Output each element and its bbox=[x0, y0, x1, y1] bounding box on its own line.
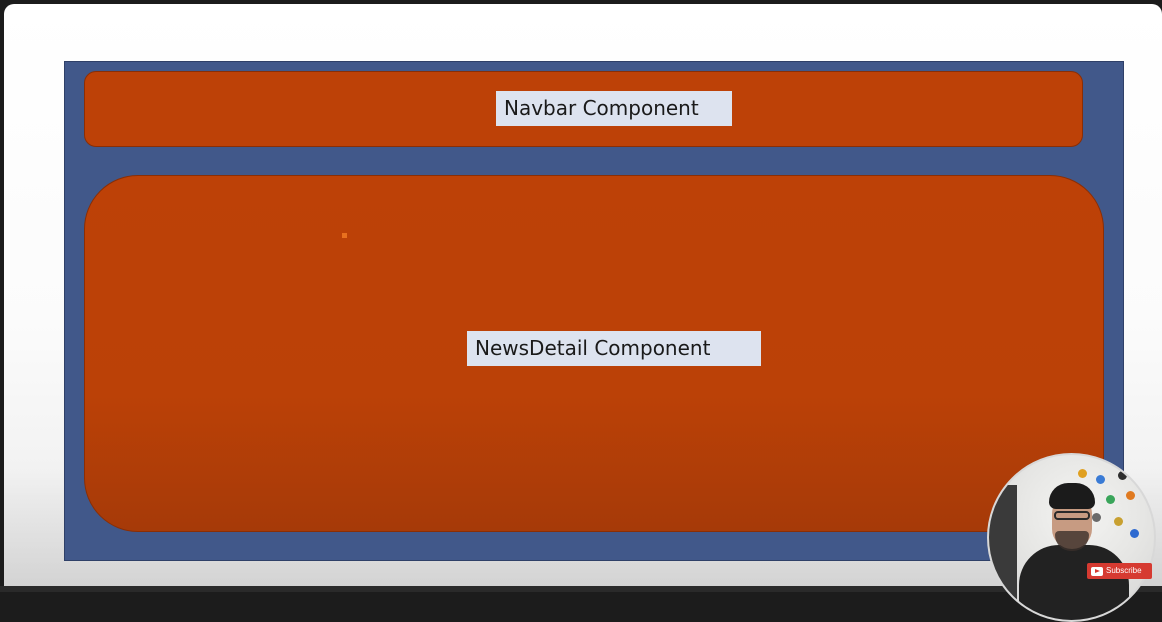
webcam-background bbox=[989, 485, 1017, 620]
navbar-component-box: Navbar Component bbox=[84, 71, 1083, 147]
app-layout-frame: Navbar Component NewsDetail Component bbox=[64, 61, 1124, 561]
newsdetail-component-label: NewsDetail Component bbox=[467, 331, 761, 366]
navbar-component-label: Navbar Component bbox=[496, 91, 732, 126]
youtube-play-icon bbox=[1091, 566, 1103, 576]
video-frame-edge bbox=[0, 586, 1162, 592]
newsdetail-component-box: NewsDetail Component bbox=[84, 175, 1104, 532]
presentation-slide: Navbar Component NewsDetail Component bbox=[4, 4, 1162, 586]
subscribe-label: Subscribe bbox=[1106, 566, 1142, 575]
pointer-dot bbox=[342, 233, 347, 238]
subscribe-button[interactable]: Subscribe bbox=[1087, 563, 1152, 579]
webcam-overlay bbox=[987, 453, 1156, 622]
presenter-video bbox=[1019, 483, 1129, 620]
